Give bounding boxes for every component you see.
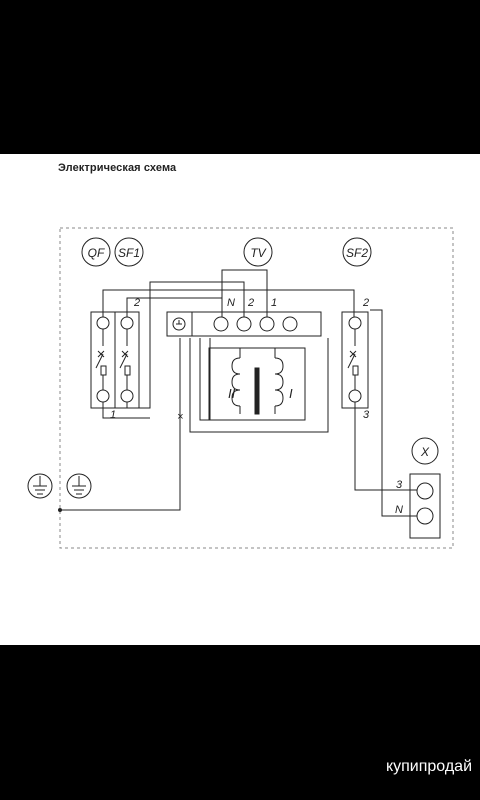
enclosure-border (59, 227, 454, 549)
wires (60, 269, 417, 517)
cross-mark: × (177, 411, 183, 423)
watermark-logo: купипродай (385, 758, 472, 775)
wire-3-right-label: 3 (363, 409, 370, 421)
x-label: X (420, 445, 430, 459)
coil-i-label: I (289, 386, 293, 401)
x-socket (409, 437, 441, 539)
coil-ii-label: II (228, 386, 236, 401)
tv-1-label: 1 (271, 297, 277, 309)
terminal-n-label: N (395, 504, 403, 516)
sf2-label: SF2 (346, 246, 368, 260)
ground-icon (27, 473, 53, 499)
tv-n-label: N (227, 297, 235, 309)
qf-label: QF (88, 246, 105, 260)
protective-ground-icon (66, 473, 92, 499)
sf2-symbol: SF2 (342, 237, 372, 267)
diagram-title: Электрическая схема (58, 162, 177, 174)
tv-label: TV (250, 246, 266, 260)
transformer-body (208, 347, 306, 421)
diagram-panel (0, 154, 480, 645)
left-breaker-block (90, 311, 140, 409)
tv-2-label: 2 (247, 297, 254, 309)
sf1-symbol: SF1 (114, 237, 144, 267)
qf-symbol: QF (81, 237, 111, 267)
terminal-3-label: 3 (396, 479, 403, 491)
sf1-label: SF1 (118, 246, 140, 260)
sf2-breaker (341, 311, 369, 409)
junction-dot (58, 508, 62, 512)
wire-2-right-label: 2 (362, 297, 369, 309)
wire-2-left-label: 2 (133, 297, 140, 309)
wire-1-left-label: 1 (110, 409, 116, 421)
wiring-diagram: QF SF1 TV SF2 (27, 227, 454, 549)
tv-symbol: TV (243, 237, 273, 267)
